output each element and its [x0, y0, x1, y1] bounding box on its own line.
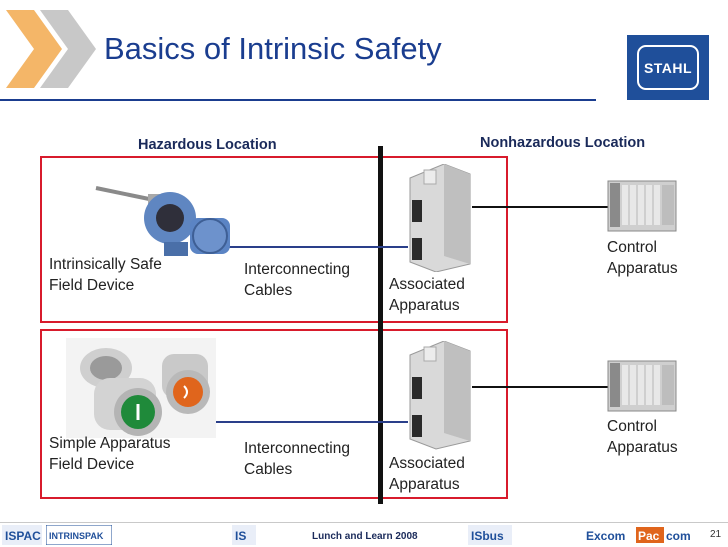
- svg-text:ISbus: ISbus: [471, 529, 504, 543]
- row-1-cable-line: [228, 246, 408, 248]
- svg-text:Excom: Excom: [586, 529, 625, 543]
- nonhazardous-location-label: Nonhazardous Location: [480, 135, 646, 151]
- row-1-associated-label: Associated Apparatus: [389, 276, 465, 314]
- excom-pac-logo: Excom Pac com: [586, 527, 691, 543]
- row-2-cable-line: [212, 421, 408, 423]
- push-buttons-icon: [66, 338, 216, 438]
- row-1-cables-label: Interconnecting Cables: [244, 261, 350, 299]
- title-underline: [0, 99, 596, 101]
- row-1-control-apparatus-icon: [607, 180, 677, 232]
- ispac-logo: ISPAC: [2, 525, 42, 545]
- footer-event-text: Lunch and Learn 2008: [312, 531, 418, 542]
- svg-text:ISPAC: ISPAC: [5, 529, 41, 543]
- svg-text:INTRINSPAK: INTRINSPAK: [49, 531, 104, 541]
- row-2-control-apparatus-icon: [607, 360, 677, 412]
- transmitter-device-icon: [95, 186, 230, 256]
- row-1-control-line: [472, 206, 610, 208]
- row-2-associated-label: Associated Apparatus: [389, 455, 465, 493]
- row-1-associated-apparatus-icon: [409, 164, 471, 272]
- intrinspak-logo: INTRINSPAK: [46, 525, 112, 545]
- row-2-associated-apparatus-icon: [409, 341, 471, 450]
- page-title: Basics of Intrinsic Safety: [104, 31, 442, 66]
- hazardous-location-label: Hazardous Location: [138, 137, 277, 153]
- row-2-field-device-label: Simple Apparatus Field Device: [49, 435, 171, 473]
- chevron-decoration-icon: [6, 10, 96, 88]
- svg-text:com: com: [666, 529, 691, 543]
- row-2-control-line: [472, 386, 610, 388]
- page-number: 21: [710, 529, 722, 540]
- footer-bar: ISPAC INTRINSPAK IS Lunch and Learn 2008…: [0, 522, 728, 547]
- row-2-cables-label: Interconnecting Cables: [244, 440, 350, 478]
- row-2-control-label: Control Apparatus: [607, 418, 678, 456]
- is-logo: IS: [232, 525, 256, 545]
- row-1-field-device-label: Intrinsically Safe Field Device: [49, 256, 162, 294]
- location-divider: [378, 146, 383, 504]
- isbus-logo: ISbus: [468, 525, 512, 545]
- svg-text:IS: IS: [235, 529, 246, 543]
- row-1-highlight-box: [40, 156, 508, 323]
- logo-text: STAHL: [643, 59, 693, 76]
- stahl-logo: STAHL: [627, 35, 709, 100]
- row-2-highlight-box: [40, 329, 508, 499]
- row-1-control-label: Control Apparatus: [607, 239, 678, 277]
- svg-text:Pac: Pac: [638, 529, 660, 543]
